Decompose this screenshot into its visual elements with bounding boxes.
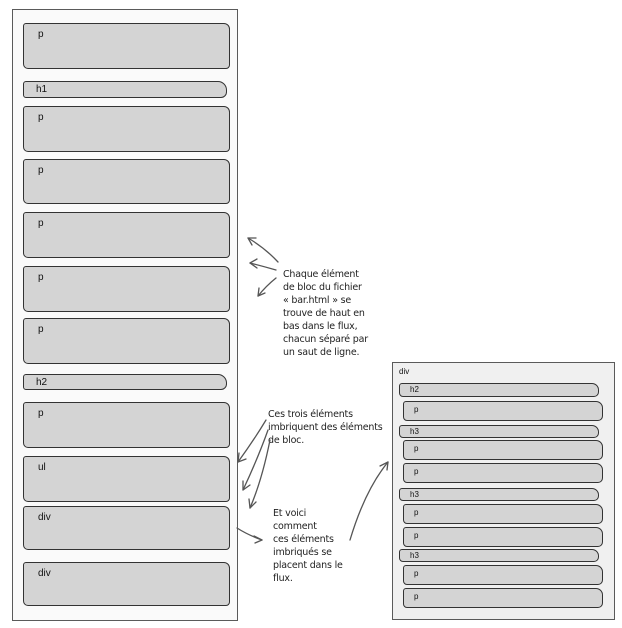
block-p: p: [23, 266, 230, 312]
block-p: p: [23, 212, 230, 258]
nested-block-p: p: [403, 440, 603, 460]
annotation-line: « bar.html » se: [283, 295, 352, 306]
annotation-line: Et voici: [273, 508, 307, 519]
arrow-head: [247, 237, 257, 246]
annotation-flow-order: Chaque élément de bloc du fichier « bar.…: [283, 268, 393, 359]
container-div-label: div: [399, 367, 410, 376]
block-p: p: [23, 318, 230, 364]
nested-block-p: p: [403, 401, 603, 421]
annotation-line: comment: [273, 521, 317, 532]
arrow-head: [379, 461, 389, 471]
arrow-head: [242, 480, 251, 491]
annotation-line: imbriquent des éléments: [268, 422, 383, 433]
arrow-head: [237, 452, 247, 463]
arrow-head: [253, 535, 263, 544]
annotation-line: Ces trois éléments: [268, 409, 353, 420]
annotation-nesting: Ces trois éléments imbriquent des élémen…: [268, 408, 393, 447]
nested-block-h3: h3: [399, 425, 599, 438]
arrow: [249, 262, 277, 271]
annotation-line: de bloc du fichier: [283, 282, 362, 293]
arrow: [249, 439, 271, 509]
block-ul: ul: [23, 456, 230, 502]
block-div: div: [23, 506, 230, 550]
nested-block-p: p: [403, 565, 603, 585]
annotation-line: trouve de haut en: [283, 308, 365, 319]
page-flow-frame: p h1 p p p p p h2 p ul div div: [12, 9, 238, 621]
block-p: p: [23, 159, 230, 204]
block-h1: h1: [23, 81, 227, 98]
annotation-line: Chaque élément: [283, 269, 359, 280]
annotation-line: de bloc.: [268, 435, 305, 446]
block-p: p: [23, 106, 230, 152]
annotation-nested-placement: Et voici comment ces éléments imbriqués …: [273, 507, 363, 585]
annotation-line: bas dans le flux,: [283, 321, 358, 332]
arrow: [247, 237, 279, 263]
annotation-line: imbriqués se: [273, 547, 332, 558]
arrow-head: [249, 258, 258, 269]
nested-block-h3: h3: [399, 488, 599, 501]
arrow-head: [257, 287, 266, 297]
block-p: p: [23, 23, 230, 69]
annotation-line: flux.: [273, 573, 293, 584]
nested-block-p: p: [403, 463, 603, 483]
nested-block-p: p: [403, 504, 603, 524]
arrow: [257, 277, 277, 297]
annotation-line: placent dans le: [273, 560, 343, 571]
annotation-line: chacun séparé par: [283, 334, 368, 345]
nested-block-p: p: [403, 588, 603, 608]
annotation-line: un saut de ligne.: [283, 347, 360, 358]
block-h2: h2: [23, 374, 227, 390]
arrow: [242, 429, 269, 491]
nested-flow-frame: div h2 p h3 p p h3 p p h3 p p: [392, 362, 615, 620]
nested-block-h2: h2: [399, 383, 599, 397]
arrow: [237, 419, 267, 463]
block-p: p: [23, 402, 230, 448]
nested-block-p: p: [403, 527, 603, 547]
arrow-head: [248, 498, 257, 509]
arrow: [349, 461, 389, 541]
block-div: div: [23, 562, 230, 606]
annotation-line: ces éléments: [273, 534, 334, 545]
nested-block-h3: h3: [399, 549, 599, 562]
